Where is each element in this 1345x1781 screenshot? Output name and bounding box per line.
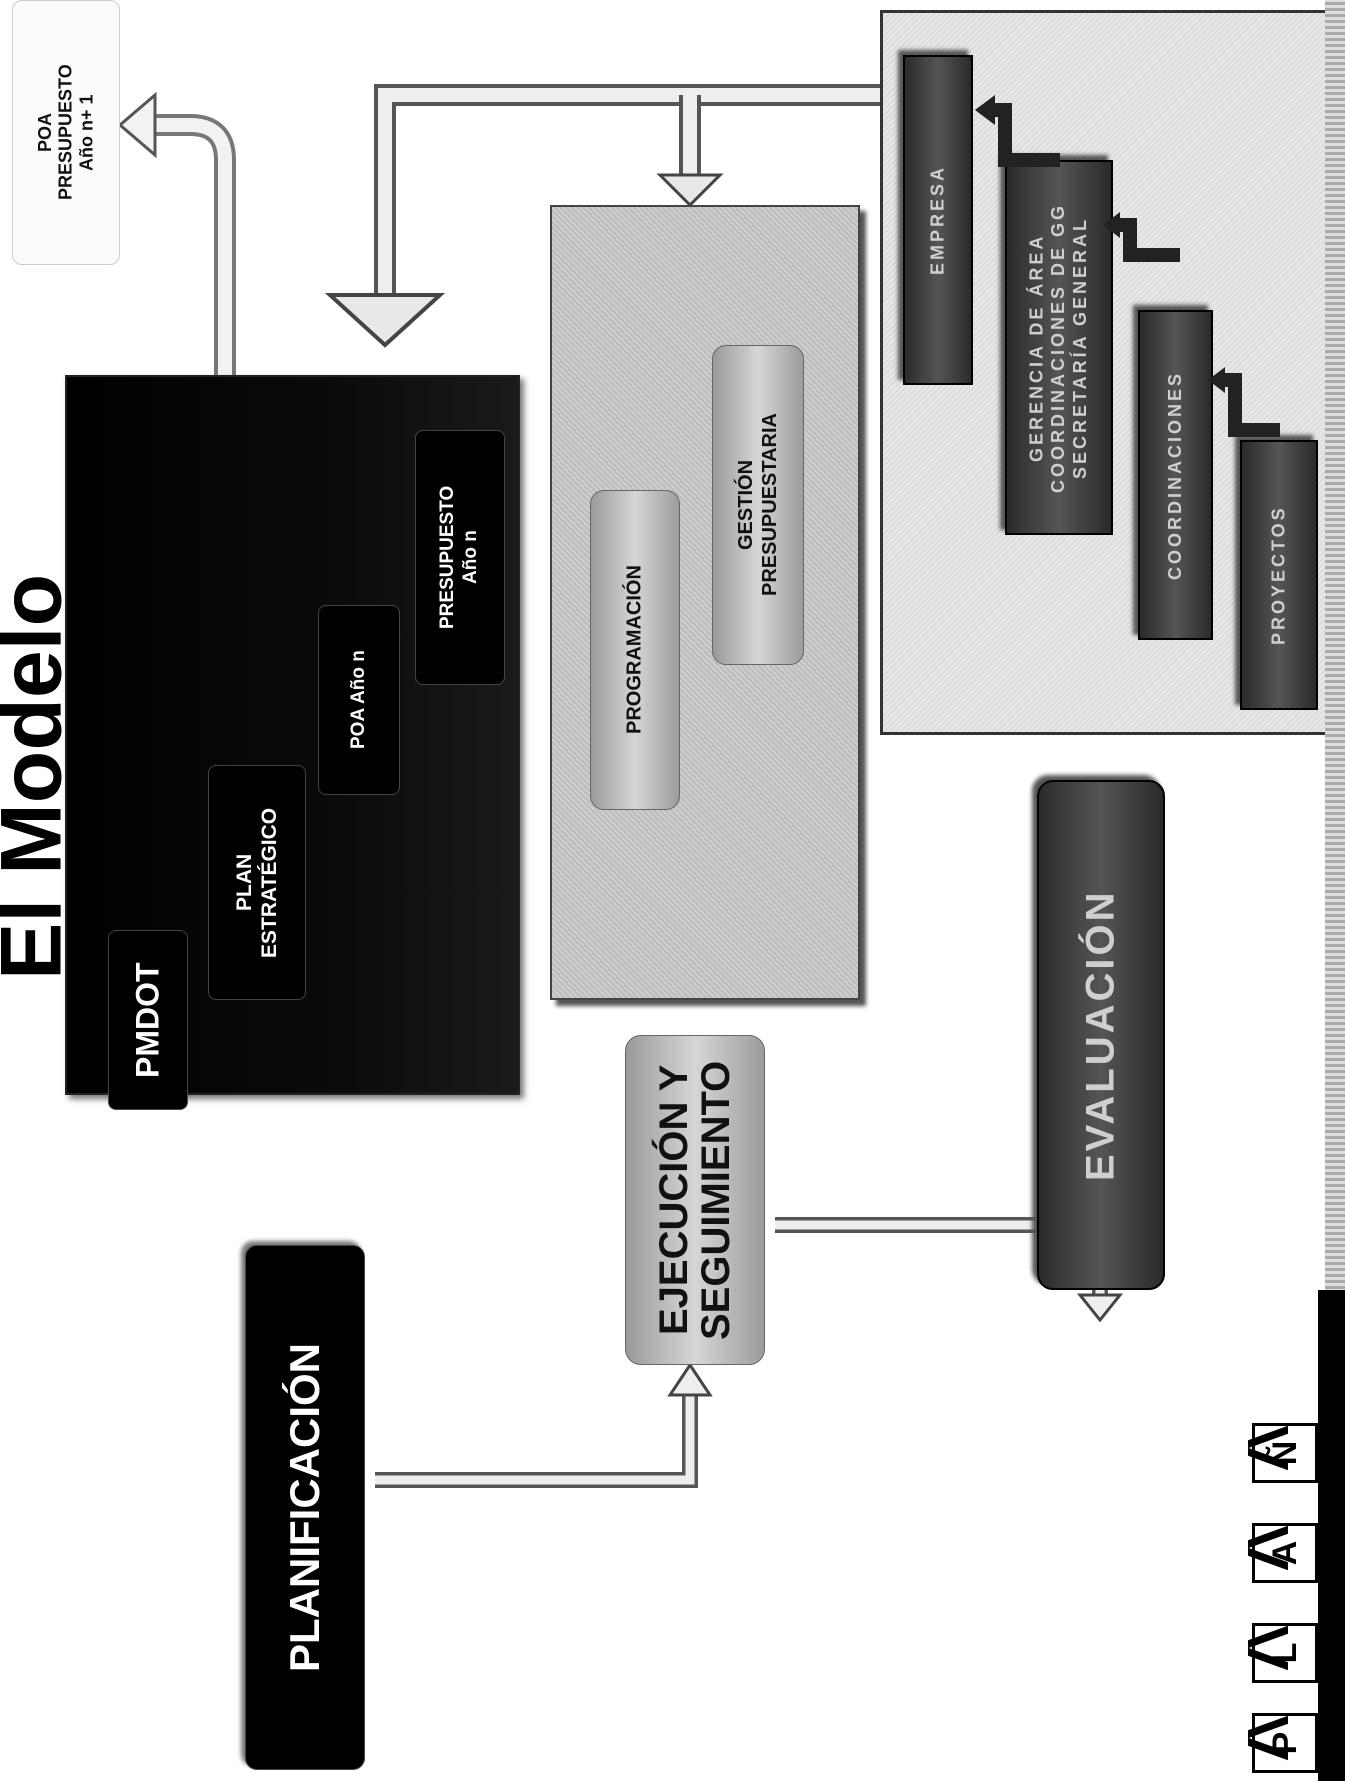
plan-people-illustration: P L A Ñ [1235, 1400, 1330, 1780]
person-icon: A [1235, 1510, 1330, 1588]
person-icon: Ñ [1235, 1410, 1330, 1488]
plan-estrategico-box: PLAN ESTRATÉGICO [208, 765, 306, 1000]
poa-next-year-box: POA PRESUPUESTO Año n+ 1 [12, 0, 120, 265]
org-step-arrows [975, 95, 1280, 437]
pmdot-box: PMDOT [108, 930, 188, 1110]
presupuesto-ano-n-box: PRESUPUESTO Año n [415, 430, 505, 685]
evaluacion-box: EVALUACIÓN [1037, 780, 1165, 1290]
person-icon: L [1235, 1610, 1330, 1688]
poa-ano-n-box: POA Año n [318, 605, 400, 795]
arrow-to-poa-next [150, 114, 236, 375]
person-icon: P [1235, 1700, 1330, 1778]
programacion-box: PROGRAMACIÓN [590, 490, 680, 810]
planificacion-box: PLANIFICACIÓN [245, 1245, 365, 1770]
ejecucion-seguimiento-box: EJECUCIÓN Y SEGUIMIENTO [625, 1035, 765, 1365]
arrow-plan-to-exec [375, 1390, 698, 1488]
right-edge-black-bar [1318, 1290, 1345, 1781]
gestion-presupuestaria-box: GESTIÓN PRESUPUESTARIA [712, 345, 804, 665]
poa-next-year-label: POA PRESUPUESTO Año n+ 1 [34, 64, 97, 201]
